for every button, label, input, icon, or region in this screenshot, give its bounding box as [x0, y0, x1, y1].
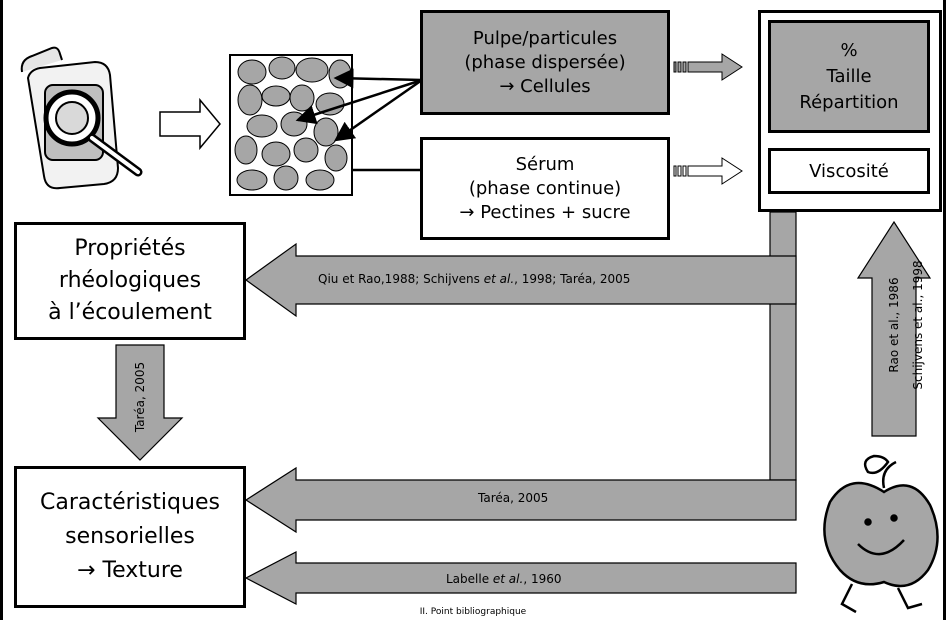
arrow-up-measurement — [856, 220, 932, 437]
arrow-label-bottom-after: , 1960 — [523, 572, 562, 586]
pulpe-arrow-symbol: → — [499, 75, 515, 97]
pulpe-line3: → Cellules — [499, 75, 590, 99]
caracteristiques-arrow-symbol: → — [77, 558, 96, 583]
serum-line3-text: Pectines + sucre — [480, 201, 631, 223]
proprietes-line1: Propriétés — [74, 236, 186, 261]
serum-line2: (phase continue) — [468, 177, 622, 199]
measure-line3: Répartition — [799, 91, 899, 113]
arrow-down-texture — [96, 344, 184, 461]
open-arrow-1 — [159, 97, 221, 151]
particles-cells-icon — [229, 54, 353, 196]
apple-character-icon — [823, 454, 939, 614]
serum-box: Sérum (phase continue) → Pectines + sucr… — [420, 137, 670, 240]
right-frame-border — [943, 0, 946, 620]
viscosite-box: Viscosité — [768, 148, 930, 194]
serum-line3: → Pectines + sucre — [459, 201, 630, 225]
vertical-connector-bar — [769, 211, 797, 481]
footer-caption: II. Point bibliographique — [419, 607, 527, 617]
striped-arrow-gray — [673, 53, 743, 81]
caracteristiques-box: Caractéristiques sensorielles → Texture — [14, 466, 246, 608]
viscosite-label: Viscosité — [809, 160, 889, 182]
measure-line2: Taille — [826, 65, 872, 87]
measurement-percent-box: % Taille Répartition — [768, 20, 930, 133]
vertical-label-right-1: Rao et al., 1986 — [887, 277, 901, 373]
measure-line1: % — [840, 39, 858, 61]
left-frame-border — [0, 0, 3, 620]
pulpe-line3-text: Cellules — [520, 75, 591, 97]
proprietes-line3: à l’écoulement — [48, 300, 212, 325]
arrow-label-bottom-italic: et al. — [492, 572, 524, 586]
serum-arrow-symbol: → — [459, 201, 475, 223]
caracteristiques-line1: Caractéristiques — [40, 490, 220, 515]
caracteristiques-line3-text: Texture — [102, 558, 183, 583]
arrow-to-proprietes — [244, 242, 797, 318]
vertical-label-left: Taréa, 2005 — [133, 361, 147, 433]
caracteristiques-line3: → Texture — [77, 554, 183, 588]
striped-arrow-white — [673, 157, 743, 185]
arrow-label-top: Qiu et Rao,1988; Schijvens et al., 1998;… — [318, 272, 630, 286]
arrow-label-middle: Taréa, 2005 — [478, 491, 549, 505]
arrow-label-top-before: Qiu et Rao,1988; Schijvens — [318, 272, 484, 286]
proprietes-box: Propriétés rhéologiques à l’écoulement — [14, 222, 246, 340]
arrow-to-caracteristiques-1 — [244, 466, 797, 534]
vertical-label-right-2: Schijvens et al., 1998 — [911, 260, 925, 390]
proprietes-line2: rhéologiques — [58, 268, 202, 293]
arrow-to-caracteristiques-2 — [244, 551, 797, 605]
juice-bottle-magnifier-icon — [20, 46, 143, 190]
arrow-label-bottom: Labelle et al., 1960 — [446, 572, 561, 586]
pulpe-line2: (phase dispersée) — [464, 51, 626, 73]
cell-pointer-arrows — [295, 68, 423, 142]
serum-line1: Sérum — [515, 153, 575, 175]
caracteristiques-line2: sensorielles — [65, 524, 195, 549]
arrow-label-top-after: , 1998; Taréa, 2005 — [514, 272, 631, 286]
pulpe-line1: Pulpe/particules — [472, 27, 618, 49]
arrow-label-top-italic: et al. — [483, 272, 515, 286]
pulpe-particules-box: Pulpe/particules (phase dispersée) → Cel… — [420, 10, 670, 115]
arrow-label-bottom-before: Labelle — [446, 572, 493, 586]
